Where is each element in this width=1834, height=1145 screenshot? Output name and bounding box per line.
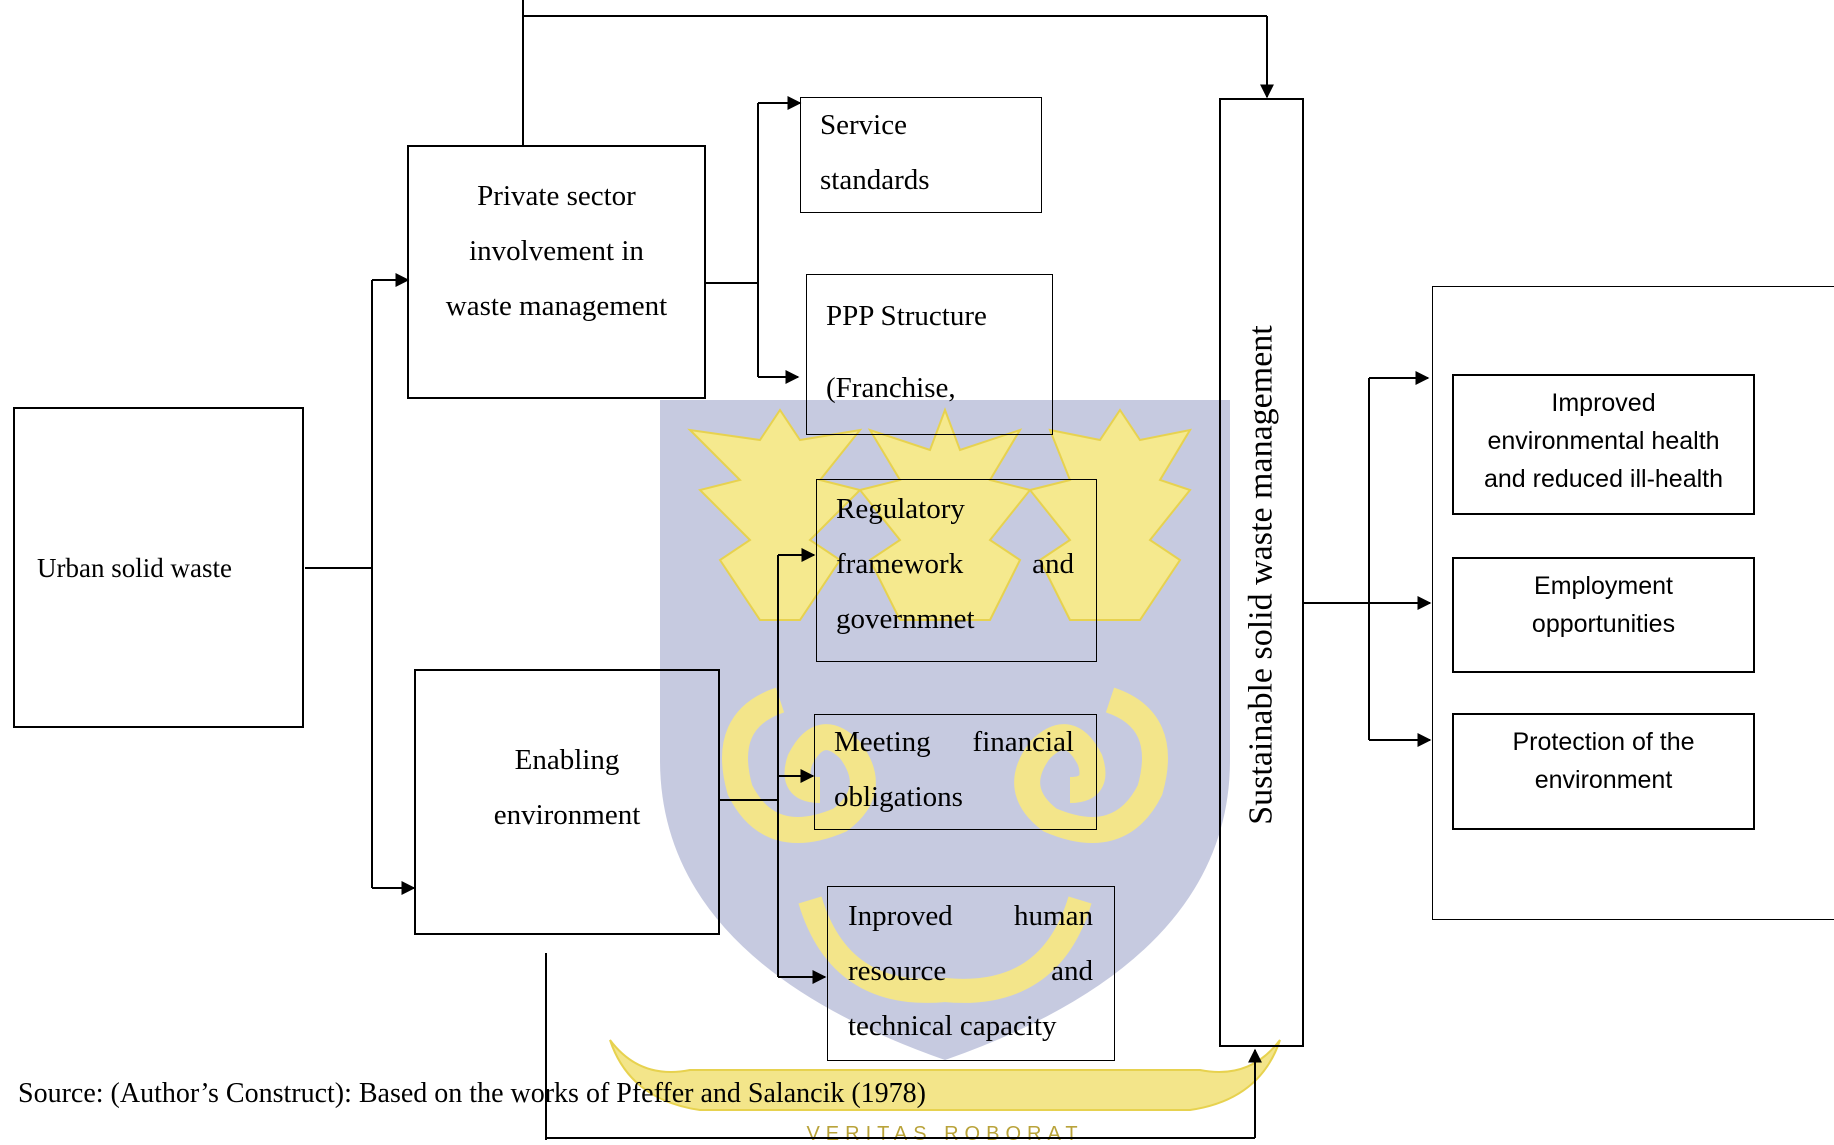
source-note: Source: (Author’s Construct): Based on t… <box>18 1078 926 1109</box>
node-human-resource-label: Inproved human resource and technical ca… <box>848 889 1093 1054</box>
outcome-3-line-1: Protection of the <box>1512 728 1695 756</box>
node-financial: Meeting financial obligations <box>814 714 1097 830</box>
node-sustainable: Sustainable solid waste management <box>1219 98 1304 1047</box>
service-line-2: standards <box>820 164 930 196</box>
outcome-1-line-2: environmental health <box>1487 427 1720 455</box>
enabling-line-2: environment <box>493 799 641 831</box>
outcome-1-line-1: Improved <box>1551 389 1656 417</box>
enabling-line-1: Enabling <box>514 744 620 776</box>
node-service-standards: Service standards <box>800 97 1042 213</box>
outcome-employment: Employment opportunities <box>1452 557 1755 673</box>
human-resource-line-2: resource and <box>848 955 1093 987</box>
outcome-2-line-2: opportunities <box>1531 610 1676 638</box>
human-resource-line-3: technical capacity <box>848 1010 1057 1042</box>
service-line-1: Service <box>820 109 907 141</box>
private-sector-line-3: waste management <box>445 290 668 322</box>
node-service-standards-label: Service standards <box>820 98 930 208</box>
node-ppp-structure: PPP Structure (Franchise, <box>806 274 1053 435</box>
financial-line-2: obligations <box>834 781 963 813</box>
financial-line-1: Meeting financial <box>834 726 1074 758</box>
outcome-protection-label: Protection of the environment <box>1454 723 1753 799</box>
outcome-health: Improved environmental health and reduce… <box>1452 374 1755 515</box>
private-sector-line-1: Private sector <box>477 180 636 212</box>
node-private-sector: Private sector involvement in waste mana… <box>407 145 706 399</box>
private-sector-line-2: involvement in <box>469 235 644 267</box>
node-financial-label: Meeting financial obligations <box>834 715 1074 825</box>
ppp-line-2: (Franchise, <box>826 372 956 404</box>
node-enabling-label: Enabling environment <box>416 733 718 843</box>
node-human-resource: Inproved human resource and technical ca… <box>827 886 1115 1061</box>
node-regulatory-label: Regulatory framework and governmnet <box>836 482 1074 647</box>
crest-motto: VERITAS ROBORAT <box>806 1123 1083 1145</box>
node-private-sector-label: Private sector involvement in waste mana… <box>409 169 704 334</box>
outcome-1-line-3: and reduced ill-health <box>1483 465 1724 493</box>
regulatory-line-2: framework and <box>836 548 1074 580</box>
outcome-employment-label: Employment opportunities <box>1454 567 1753 643</box>
crest-gold-ornaments <box>609 407 1281 1111</box>
human-resource-line-1: Inproved human <box>848 900 1093 932</box>
outcome-2-line-1: Employment <box>1534 572 1673 600</box>
node-urban-waste-label: Urban solid waste <box>37 553 232 583</box>
outcome-health-label: Improved environmental health and reduce… <box>1454 384 1753 498</box>
node-urban-waste: Urban solid waste <box>13 407 304 728</box>
outcome-protection: Protection of the environment <box>1452 713 1755 830</box>
node-regulatory: Regulatory framework and governmnet <box>816 479 1097 662</box>
regulatory-line-1: Regulatory <box>836 493 965 525</box>
node-sustainable-label: Sustainable solid waste management <box>1242 325 1280 825</box>
outcome-3-line-2: environment <box>1534 766 1673 794</box>
ppp-line-1: PPP Structure <box>826 300 987 332</box>
outcomes-container <box>1432 286 1834 920</box>
node-enabling-environment: Enabling environment <box>414 669 720 935</box>
regulatory-line-3: governmnet <box>836 603 975 635</box>
node-ppp-structure-label: PPP Structure (Franchise, <box>826 280 987 424</box>
